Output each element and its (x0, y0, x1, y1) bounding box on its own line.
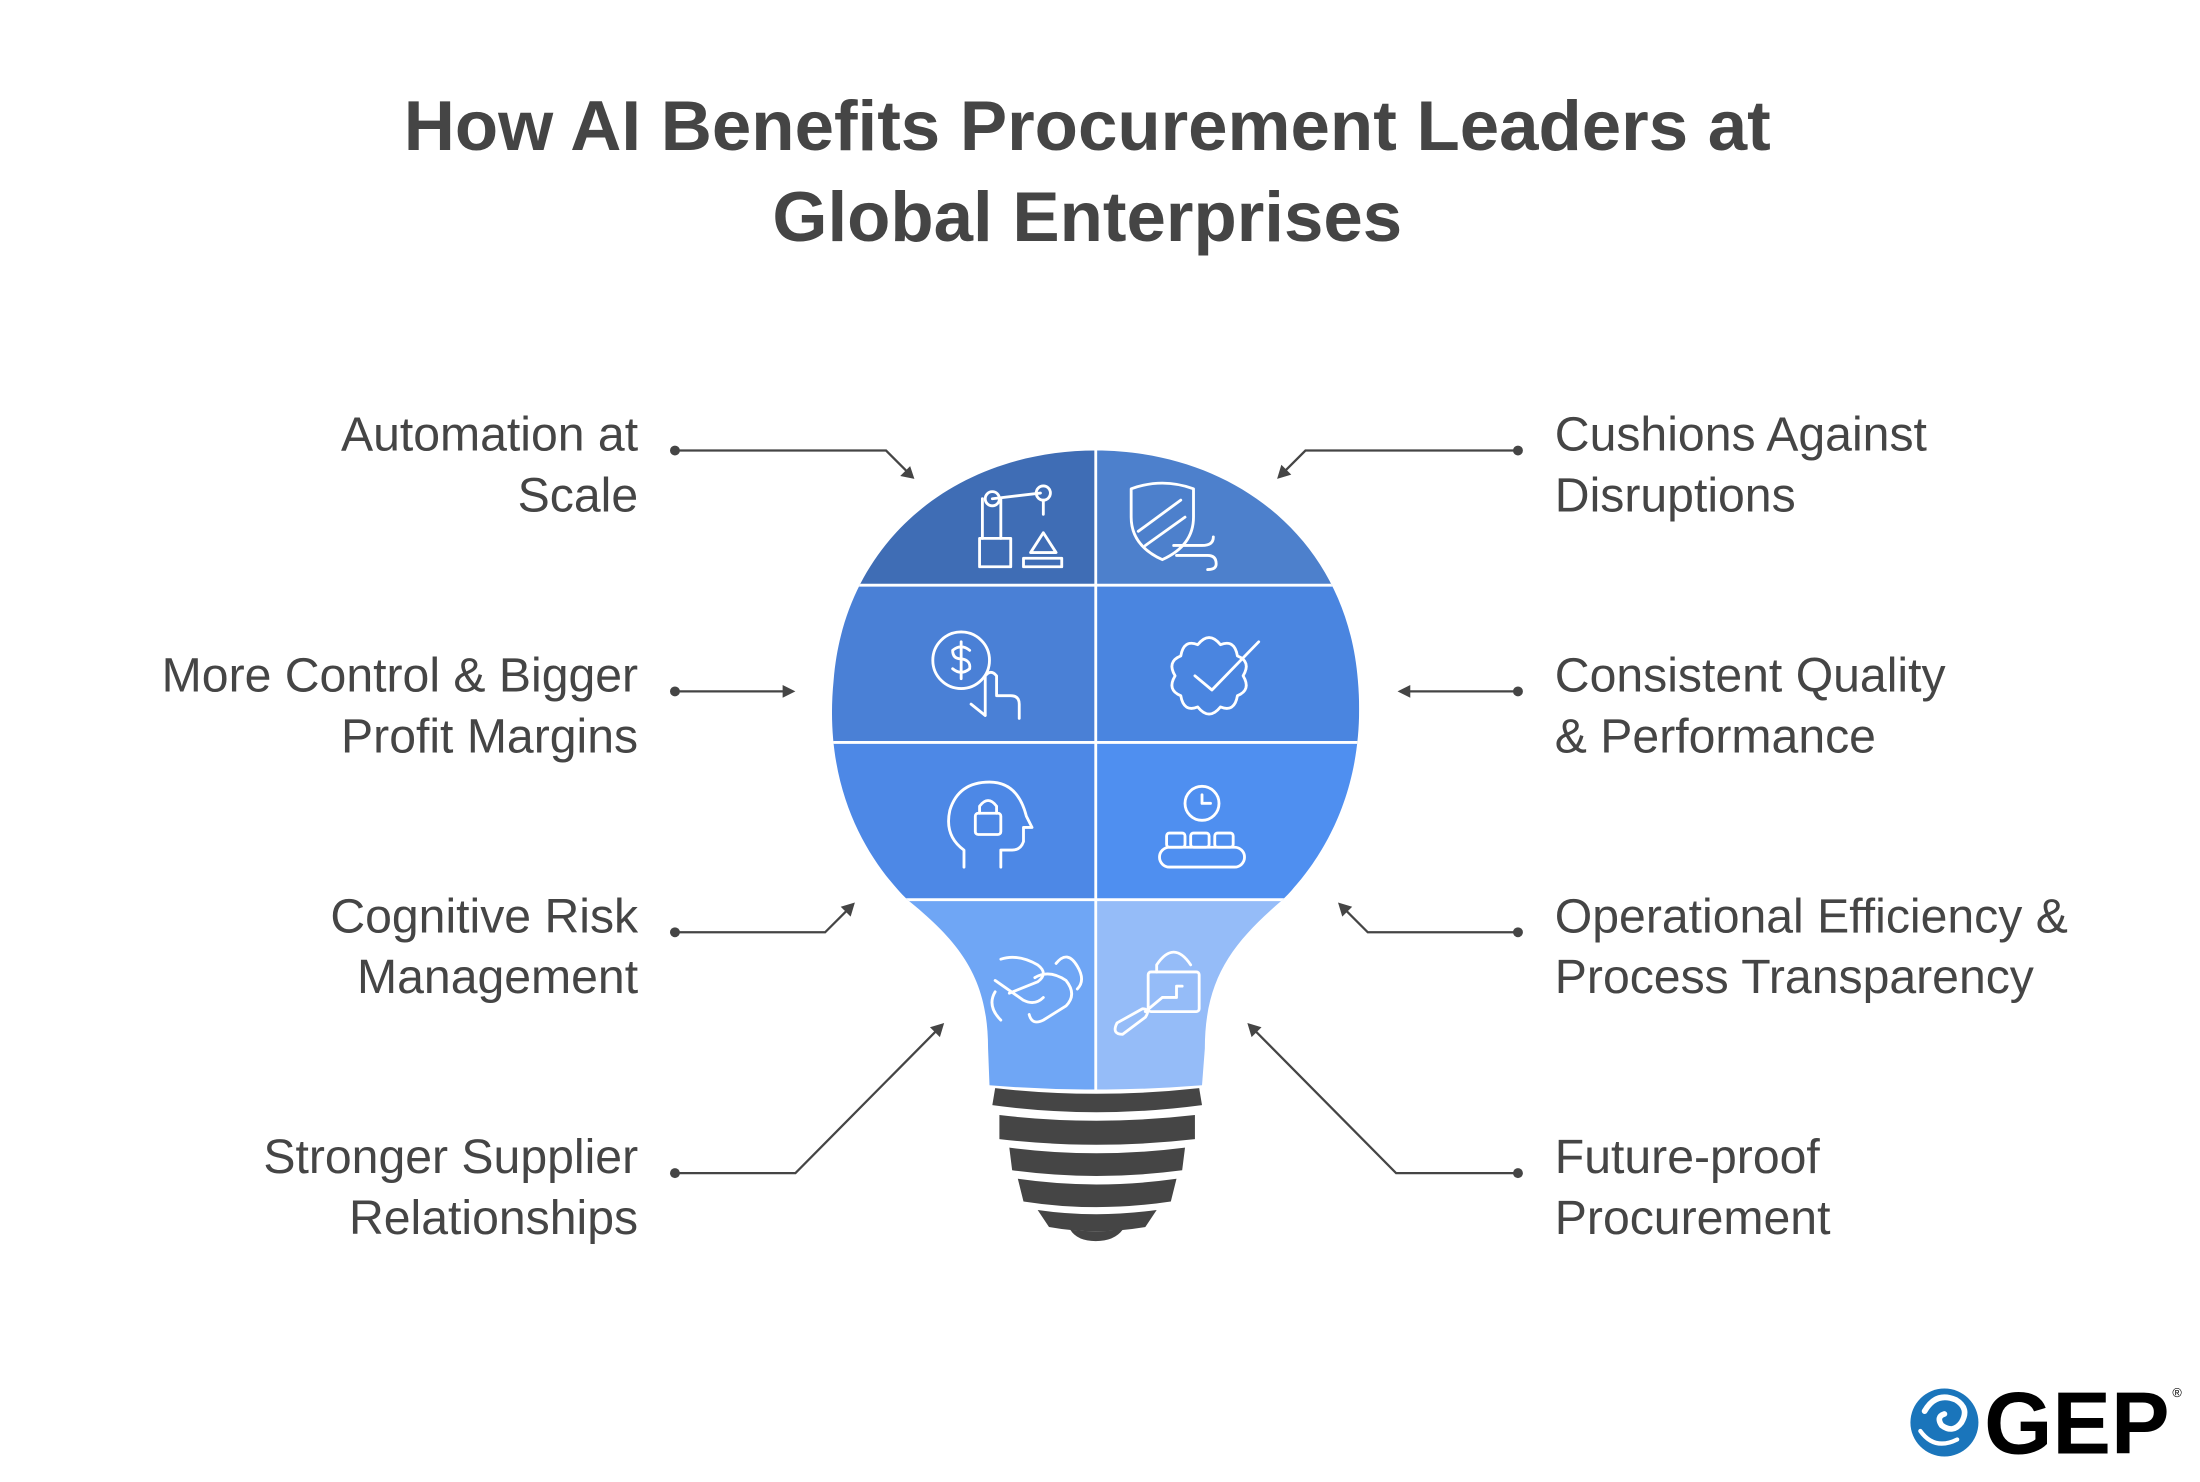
registered-mark: ® (2172, 1385, 2182, 1400)
label-quality-2: & Performance (1555, 709, 1876, 763)
label-risk-2: Management (357, 950, 639, 1004)
badge-check-icon (1170, 636, 1261, 716)
label-profit-1: More Control & Bigger (162, 648, 638, 702)
label-automation-1: Automation at (341, 408, 639, 462)
label-supplier-1: Stronger Supplier (263, 1130, 638, 1184)
connectors (669, 445, 1523, 1179)
cell-efficiency (1095, 742, 1360, 900)
arrow-icon (840, 902, 855, 917)
bulb-base (992, 1088, 1203, 1242)
cell-automation (831, 450, 1096, 586)
label-efficiency-2: Process Transparency (1555, 950, 2034, 1004)
lightbulb (831, 450, 1360, 1090)
arrow-icon (1338, 902, 1353, 917)
label-profit-2: Profit Margins (341, 709, 638, 763)
label-quality-1: Consistent Quality (1555, 648, 1946, 702)
label-disruptions-1: Cushions Against (1555, 408, 1928, 462)
cell-quality (1095, 585, 1360, 743)
shield-wind-icon (1129, 481, 1218, 571)
label-disruptions-2: Disruptions (1555, 468, 1796, 522)
conveyor-clock-icon (1158, 784, 1246, 869)
cell-supplier (831, 899, 1096, 1090)
arrow-icon (1277, 464, 1292, 479)
cell-disruptions (1095, 450, 1360, 586)
label-supplier-2: Relationships (349, 1191, 638, 1245)
arrow-icon (1397, 685, 1411, 698)
robot-arm-icon (978, 484, 1064, 569)
handshake-icon (990, 955, 1083, 1024)
cell-future (1095, 899, 1360, 1090)
gep-logo-text: GEP (1984, 1374, 2169, 1473)
label-future-1: Future-proof (1555, 1130, 1821, 1184)
title-line-2: Global Enterprises (772, 178, 1402, 257)
dollar-hand-icon (931, 630, 1021, 720)
label-efficiency-1: Operational Efficiency & (1555, 889, 2068, 943)
arrow-icon (929, 1022, 945, 1038)
label-automation-2: Scale (518, 468, 638, 522)
label-future-2: Procurement (1555, 1191, 1831, 1245)
head-lock-icon (947, 780, 1034, 869)
title-line-1: How AI Benefits Procurement Leaders at (404, 87, 1771, 166)
cell-profit (831, 585, 1096, 743)
label-risk-1: Cognitive Risk (330, 889, 639, 943)
key-lock-icon (1113, 950, 1201, 1036)
cell-risk (831, 742, 1096, 900)
arrow-icon (782, 685, 796, 698)
gep-logo: GEP ® (1910, 1374, 2182, 1473)
arrow-icon (900, 466, 915, 479)
arrow-icon (1247, 1022, 1262, 1038)
